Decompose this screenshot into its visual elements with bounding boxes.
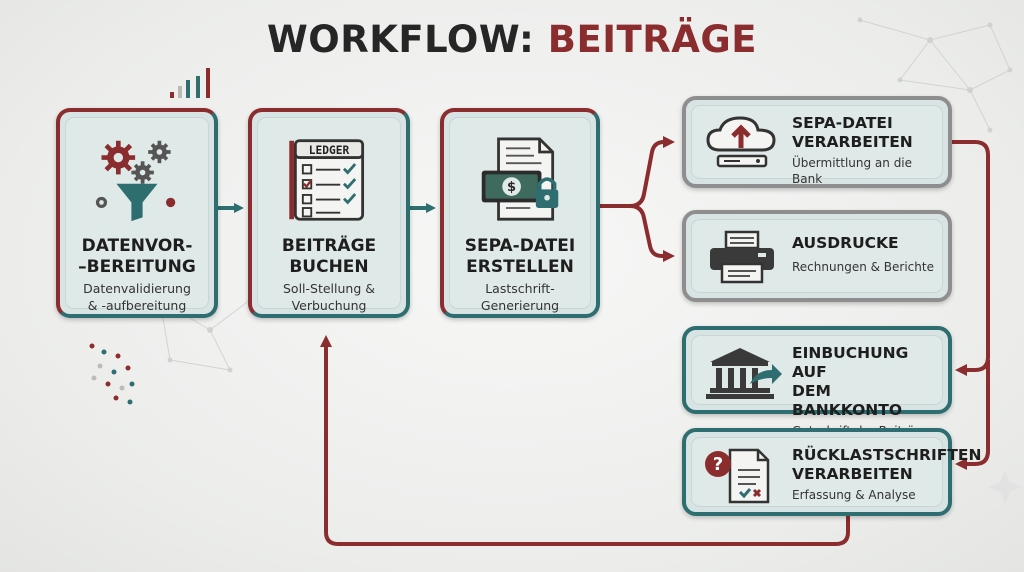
step-subtitle: Lastschrift- Generierung bbox=[480, 281, 560, 313]
page-title: WORKFLOW: BEITRÄGE bbox=[0, 18, 1024, 61]
result-title: EINBUCHUNG AUF DEM BANKKONTO bbox=[792, 344, 909, 419]
question-document-icon: ? bbox=[705, 448, 770, 504]
result-subtitle: Rechnungen & Berichte bbox=[792, 260, 934, 274]
arrow-bank-to-ruecklast bbox=[955, 360, 990, 470]
cloud-upload-icon bbox=[706, 116, 776, 168]
step-datenvorbereitung: DATENVOR- –BEREITUNG Datenvalidierung & … bbox=[56, 108, 218, 318]
result-title: AUSDRUCKE bbox=[792, 234, 899, 252]
result-subtitle: Erfassung & Analyse bbox=[792, 488, 916, 502]
document-money-lock-icon: $ bbox=[481, 137, 559, 221]
result-title: SEPA-DATEI VERARBEITEN bbox=[792, 114, 913, 151]
result-title: RÜCKLASTSCHRIFTEN VERARBEITEN bbox=[792, 446, 982, 483]
step-beitraege-buchen: LEDGER BEITRÄGE BUCHEN Soll-Stellung & V… bbox=[248, 108, 410, 318]
svg-text:?: ? bbox=[713, 454, 723, 475]
printer-icon bbox=[710, 230, 774, 284]
step-subtitle: Datenvalidierung & -aufbereitung bbox=[83, 281, 191, 313]
arrow-sepa-to-bank bbox=[952, 140, 990, 376]
ledger-icon-text: LEDGER bbox=[309, 144, 350, 157]
result-ausdrucke: AUSDRUCKE Rechnungen & Berichte bbox=[682, 210, 952, 302]
result-einbuchung-bankkonto: EINBUCHUNG AUF DEM BANKKONTO Gutschrift … bbox=[682, 326, 952, 438]
title-highlight: BEITRÄGE bbox=[547, 18, 758, 61]
arrow-ruecklast-to-step2 bbox=[320, 335, 850, 546]
bank-icon bbox=[706, 348, 782, 399]
arrow-step3-to-sepa bbox=[598, 136, 675, 208]
step-title: DATENVOR- –BEREITUNG bbox=[78, 236, 196, 277]
result-sepa-datei-verarbeiten: SEPA-DATEI VERARBEITEN Übermittlung an d… bbox=[682, 96, 952, 188]
step-title: BEITRÄGE BUCHEN bbox=[281, 236, 377, 277]
step-title: SEPA-DATEI ERSTELLEN bbox=[464, 236, 576, 277]
step-sepa-datei-erstellen: $ SEPA-DATEI ERSTELLEN Lastschrift- Gene… bbox=[440, 108, 600, 318]
svg-text:$: $ bbox=[507, 180, 516, 195]
title-prefix: WORKFLOW: bbox=[266, 18, 535, 61]
ledger-checklist-icon: LEDGER bbox=[289, 139, 365, 221]
step-subtitle: Soll-Stellung & Verbuchung bbox=[282, 281, 375, 313]
gears-funnel-icon bbox=[95, 140, 176, 222]
result-ruecklastschriften: ? RÜCKLASTSCHRIFTEN VERARBEITEN Erfassun… bbox=[682, 428, 982, 516]
result-subtitle: Übermittlung an die Bank bbox=[792, 156, 913, 186]
arrow-step3-to-ausdrucke bbox=[629, 204, 675, 262]
